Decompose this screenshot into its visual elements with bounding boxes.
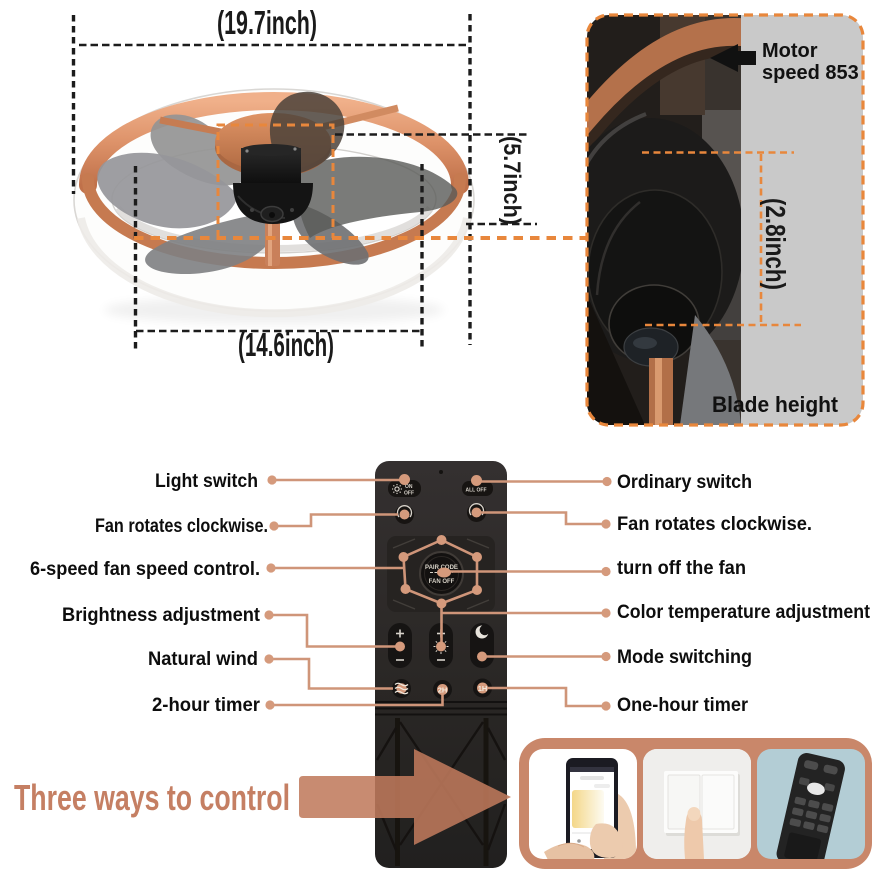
svg-text:2-hour timer: 2-hour timer [152,695,261,716]
svg-text:Ordinary switch: Ordinary switch [617,472,752,493]
svg-text:1H: 1H [478,684,488,693]
svg-text:turn off the fan: turn off the fan [617,558,746,579]
svg-text:6-speed fan speed control.: 6-speed fan speed control. [30,559,260,580]
svg-text:Three ways to control: Three ways to control [14,777,290,818]
svg-text:Color temperature adjustment: Color temperature adjustment [617,602,871,623]
svg-text:2H: 2H [438,686,448,695]
svg-text:Light switch: Light switch [155,471,258,492]
svg-text:(14.6inch): (14.6inch) [238,326,334,363]
svg-text:ON: ON [405,484,413,490]
svg-text:Motor: Motor [762,40,818,62]
svg-text:speed 853: speed 853 [762,62,859,84]
svg-text:Natural wind: Natural wind [148,649,258,670]
svg-text:Brightness adjustment: Brightness adjustment [62,605,261,626]
svg-text:ALL OFF: ALL OFF [466,488,487,494]
svg-text:Fan rotates clockwise.: Fan rotates clockwise. [617,514,812,535]
svg-text:(5.7inch): (5.7inch) [498,136,525,225]
svg-text:Blade height: Blade height [712,392,839,417]
svg-text:OFF: OFF [404,491,414,497]
svg-text:FAN OFF: FAN OFF [429,579,455,585]
svg-text:One-hour timer: One-hour timer [617,695,749,716]
svg-text:Mode switching: Mode switching [617,647,752,668]
svg-text:(19.7inch): (19.7inch) [217,4,317,41]
svg-text:(2.8inch): (2.8inch) [760,198,791,290]
svg-text:Fan rotates clockwise.: Fan rotates clockwise. [95,516,268,537]
